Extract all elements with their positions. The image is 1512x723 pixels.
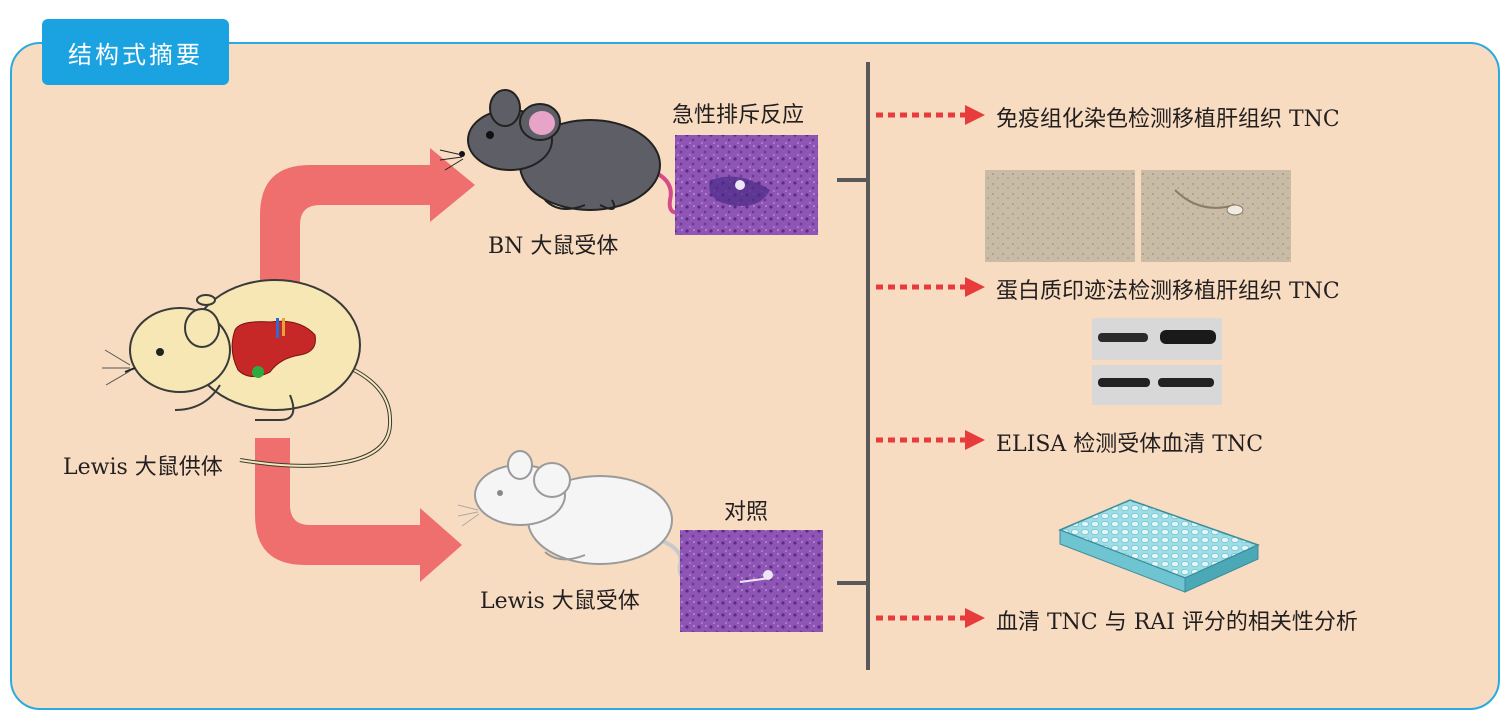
donor-label: Lewis 大鼠供体	[63, 455, 223, 480]
ihc-images	[985, 170, 1291, 262]
elisa-plate-image	[1058, 499, 1261, 593]
assay-label-western: 蛋白质印迹法检测移植肝组织 TNC	[996, 279, 1340, 304]
bn-rat-illustration	[439, 89, 681, 215]
lewis-biopsy-caption: 对照	[724, 500, 769, 525]
flow-arrow-to-lewis	[255, 438, 462, 582]
lewis-recipient-label: Lewis 大鼠受体	[480, 589, 640, 614]
dotted-arrow-1	[876, 105, 985, 125]
timeline-bar	[837, 62, 870, 670]
lewis-liver-histology-image	[680, 530, 823, 632]
flow-arrow-to-bn	[260, 148, 475, 295]
assay-label-elisa: ELISA 检测受体血清 TNC	[996, 432, 1264, 457]
lewis-recipient-rat-illustration	[457, 450, 689, 580]
bn-recipient-label: BN 大鼠受体	[488, 234, 619, 259]
title-tab: 结构式摘要	[42, 19, 229, 85]
western-blot-image	[1092, 318, 1222, 405]
assay-label-ihc: 免疫组化染色检测移植肝组织 TNC	[996, 107, 1340, 132]
title-text: 结构式摘要	[68, 40, 203, 69]
dotted-arrow-3	[876, 430, 985, 450]
bn-biopsy-caption: 急性排斥反应	[672, 103, 805, 128]
dotted-arrow-2	[876, 277, 985, 297]
bn-liver-histology-image	[675, 135, 818, 235]
donor-rat-illustration	[102, 279, 393, 468]
dotted-arrow-4	[876, 608, 985, 628]
assay-label-correlation: 血清 TNC 与 RAI 评分的相关性分析	[996, 610, 1358, 635]
